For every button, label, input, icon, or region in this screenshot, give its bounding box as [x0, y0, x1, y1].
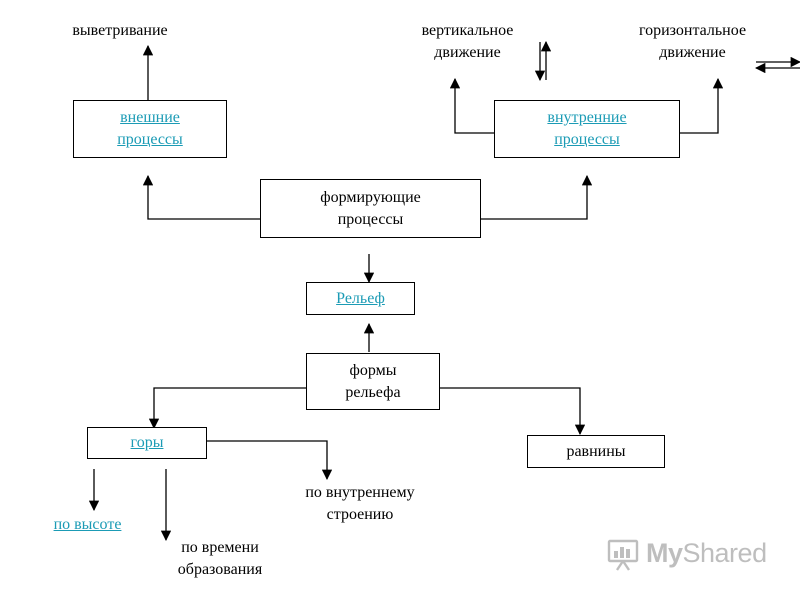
forming-processes-box: формирующие процессы	[260, 179, 481, 238]
forming-processes-line1: формирующие	[320, 188, 421, 206]
arrow-mountains-to-inner-structure	[207, 440, 333, 481]
relief-forms-line1: формы	[349, 361, 397, 379]
formation-time-line2: образования	[177, 561, 263, 578]
mountains-box[interactable]: горы	[87, 427, 207, 459]
by-height-label[interactable]: по высоте	[40, 514, 135, 536]
formation-time-label: по времени образования	[152, 537, 288, 581]
inner-structure-label: по внутреннему строению	[285, 482, 435, 526]
relief-box[interactable]: Рельеф	[306, 282, 415, 315]
arrow-forms-to-mountains	[148, 387, 306, 430]
by-height-link[interactable]: по высоте	[53, 516, 122, 533]
arrow-internal-to-horizontal	[680, 77, 724, 134]
arrow-forming-to-external	[142, 174, 261, 220]
arrow-internal-to-vertical	[449, 77, 495, 134]
inner-structure-line2: строению	[326, 506, 394, 523]
horizontal-movement-label: горизонтальное движение	[620, 20, 765, 64]
formation-time-line1: по времени	[181, 539, 259, 556]
internal-processes-link-line2[interactable]: процессы	[554, 131, 620, 148]
plains-label: равнины	[566, 442, 626, 460]
vertical-movement-line2: движение	[434, 44, 501, 61]
watermark: MyShared	[606, 536, 767, 572]
relief-link[interactable]: Рельеф	[336, 289, 385, 307]
forming-processes-line2: процессы	[337, 210, 404, 228]
presentation-board-icon	[607, 539, 639, 571]
watermark-text-suffix: Shared	[682, 538, 768, 568]
watermark-text-prefix: My	[646, 538, 683, 568]
weathering-label: выветривание	[72, 22, 168, 39]
inner-structure-line1: по внутреннему	[305, 484, 415, 501]
relief-forms-box: формы рельефа	[306, 353, 440, 410]
relief-forms-line2: рельефа	[345, 383, 401, 401]
plains-box: равнины	[527, 435, 665, 468]
arrow-forming-to-internal	[480, 174, 593, 220]
internal-processes-link[interactable]: внутренние	[547, 109, 627, 126]
arrow-forms-to-plains	[440, 387, 586, 436]
horizontal-movement-line2: движение	[659, 44, 726, 61]
vertical-movement-line1: вертикальное	[421, 22, 514, 39]
internal-processes-box[interactable]: внутренние процессы	[494, 100, 680, 158]
external-processes-link-line2[interactable]: процессы	[117, 131, 183, 148]
vertical-movement-label: вертикальное движение	[405, 20, 530, 64]
horizontal-movement-line1: горизонтальное	[638, 22, 747, 39]
watermark-text: MyShared	[646, 538, 767, 569]
external-processes-box[interactable]: внешние процессы	[73, 100, 227, 158]
external-processes-link[interactable]: внешние	[120, 109, 180, 126]
mountains-link[interactable]: горы	[130, 434, 164, 451]
